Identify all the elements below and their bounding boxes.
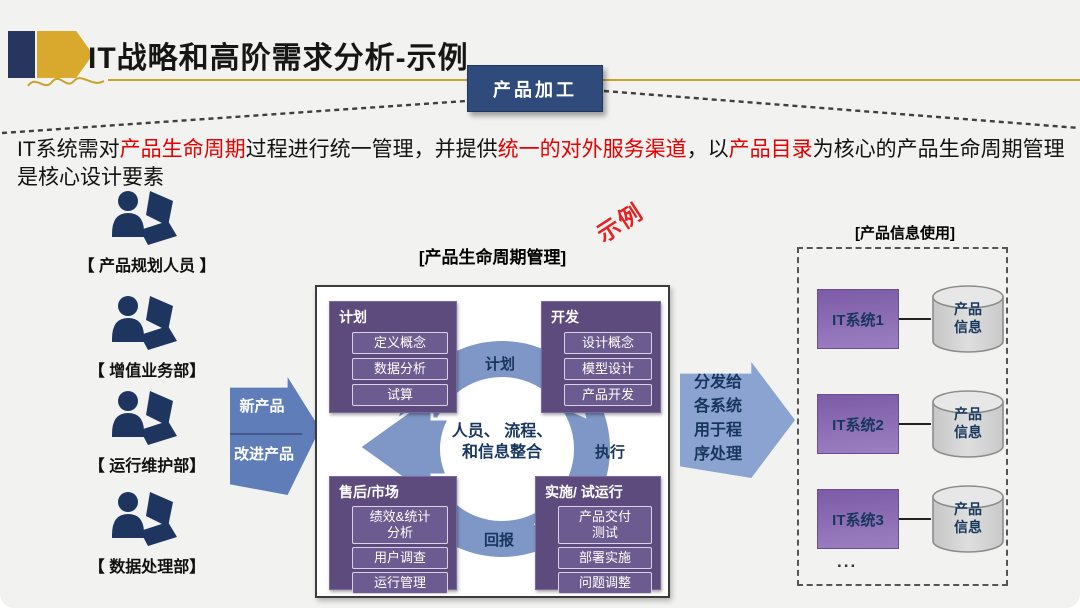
cylinder-label: 产品 信息 (954, 301, 982, 335)
quadrant-item: 产品开发 (564, 384, 652, 406)
quadrant-item: 定义概念 (352, 332, 448, 354)
system-row: IT系统2 产品 信息 (799, 390, 1006, 462)
quadrant-item: 数据分析 (352, 358, 448, 380)
distribute-arrow-label: 分发给 各系统 用于程 序处理 (693, 374, 742, 463)
intro-paragraph: IT系统需对产品生命周期过程进行统一管理，并提供统一的对外服务渠道，以产品目录为… (17, 136, 1069, 192)
system-row: IT系统1 产品 信息 (799, 285, 1006, 357)
person-laptop-icon (58, 390, 236, 448)
input-arrow-label: 新产品 (239, 398, 285, 415)
quadrant-items: 绩效&统计 分析用户调查运行管理 (330, 506, 456, 594)
intro-segment: 为核心的产品生命周期管理是核心设计要素 (17, 138, 1065, 189)
role-item: 【 产品规划人员 】 (58, 190, 236, 276)
quadrant-aftersales: 售后/市场 绩效&统计 分析用户调查运行管理 (329, 476, 457, 594)
connector-line (899, 518, 931, 520)
product-processing-badge: 产品加工 (467, 65, 603, 112)
quadrant-header: 售后/市场 (339, 484, 399, 500)
role-label: 【 数据处理部】 (88, 559, 206, 576)
input-arrow-label: 改进产品 (233, 446, 294, 463)
ring-label-report: 回报 (483, 532, 514, 549)
ellipsis-more: ... (837, 552, 858, 571)
quadrant-header: 实施/ 试运行 (545, 484, 623, 500)
intro-segment: IT系统需对 (17, 138, 120, 161)
cycle-center-label: 人员、 流程、 和信息整合 (451, 423, 553, 461)
role-item: 【 数据处理部】 (58, 491, 236, 577)
role-label: 【 运行维护部】 (88, 458, 206, 475)
product-info-cylinder: 产品 信息 (930, 285, 1006, 355)
lifecycle-panel: 计划 执行 回报 人员、 流程、 和信息整合 计划 定义概念数据分析试算 开发 … (315, 285, 670, 598)
connector-line (899, 318, 931, 320)
quadrant-item: 部署实施 (558, 547, 652, 569)
person-laptop-icon (58, 190, 236, 248)
quadrant-item: 模型设计 (564, 358, 652, 380)
usage-panel: IT系统1 产品 信息 IT系统2 产品 信息 (797, 247, 1008, 586)
quadrant-item: 问题调整 (558, 572, 652, 594)
intro-segment: 过程进行统一管理，并提供 (245, 138, 498, 161)
product-info-cylinder: 产品 信息 (930, 390, 1006, 460)
it-system-box: IT系统2 (817, 394, 899, 454)
intro-segment: 产品目录 (728, 138, 813, 161)
ring-label-execute: 执行 (594, 444, 625, 461)
arrow-divider (230, 433, 302, 435)
quadrant-item: 产品交付 测试 (558, 506, 652, 544)
quadrant-items: 产品交付 测试部署实施问题调整 (536, 506, 660, 594)
person-laptop-icon (58, 491, 236, 549)
intro-segment: 产品生命周期 (119, 138, 246, 161)
system-row: IT系统3 产品 信息 (799, 485, 1006, 557)
it-system-box: IT系统1 (817, 289, 899, 349)
database-cylinder-icon (932, 390, 1004, 458)
quadrant-item: 用户调查 (352, 547, 448, 569)
quadrant-header: 计划 (339, 309, 367, 325)
quadrant-header: 开发 (551, 309, 579, 325)
role-item: 【 运行维护部】 (58, 390, 236, 476)
lifecycle-title: [产品生命周期管理] (418, 248, 567, 267)
example-stamp: 示例 (592, 198, 649, 248)
product-info-cylinder: 产品 信息 (930, 485, 1006, 555)
role-label: 【 增值业务部】 (88, 363, 206, 380)
person-laptop-icon (58, 295, 236, 353)
distribute-arrow: 分发给 各系统 用于程 序处理 (680, 362, 795, 478)
gold-squiggle (27, 77, 105, 87)
quadrant-plan: 计划 定义概念数据分析试算 (329, 301, 457, 413)
database-cylinder-icon (932, 285, 1004, 353)
database-cylinder-icon (932, 485, 1004, 553)
role-item: 【 增值业务部】 (58, 295, 236, 381)
page-title: IT战略和高阶需求分析-示例 (88, 42, 469, 75)
cylinder-label: 产品 信息 (954, 406, 982, 440)
cylinder-label: 产品 信息 (954, 501, 982, 535)
quadrant-implement: 实施/ 试运行 产品交付 测试部署实施问题调整 (535, 476, 661, 594)
quadrant-items: 定义概念数据分析试算 (330, 332, 456, 406)
input-arrow: 新产品 改进产品 (230, 377, 320, 495)
role-label: 【 产品规划人员 】 (78, 258, 216, 275)
quadrant-item: 试算 (352, 384, 448, 406)
quadrant-items: 设计概念模型设计产品开发 (542, 332, 660, 406)
header-navy-block (8, 31, 35, 78)
quadrant-item: 运行管理 (352, 572, 448, 594)
cycle-ring (356, 341, 610, 557)
quadrant-develop: 开发 设计概念模型设计产品开发 (541, 301, 661, 413)
intro-segment: 统一的对外服务渠道 (497, 138, 687, 161)
ring-label-plan: 计划 (484, 356, 515, 373)
it-system-box: IT系统3 (817, 489, 899, 549)
header-gold-arrow-icon (37, 31, 93, 78)
intro-segment: ，以 (686, 138, 729, 161)
connector-line (899, 423, 931, 425)
usage-title: [产品信息使用] (855, 225, 955, 242)
quadrant-item: 绩效&统计 分析 (352, 506, 448, 544)
quadrant-item: 设计概念 (564, 332, 652, 354)
